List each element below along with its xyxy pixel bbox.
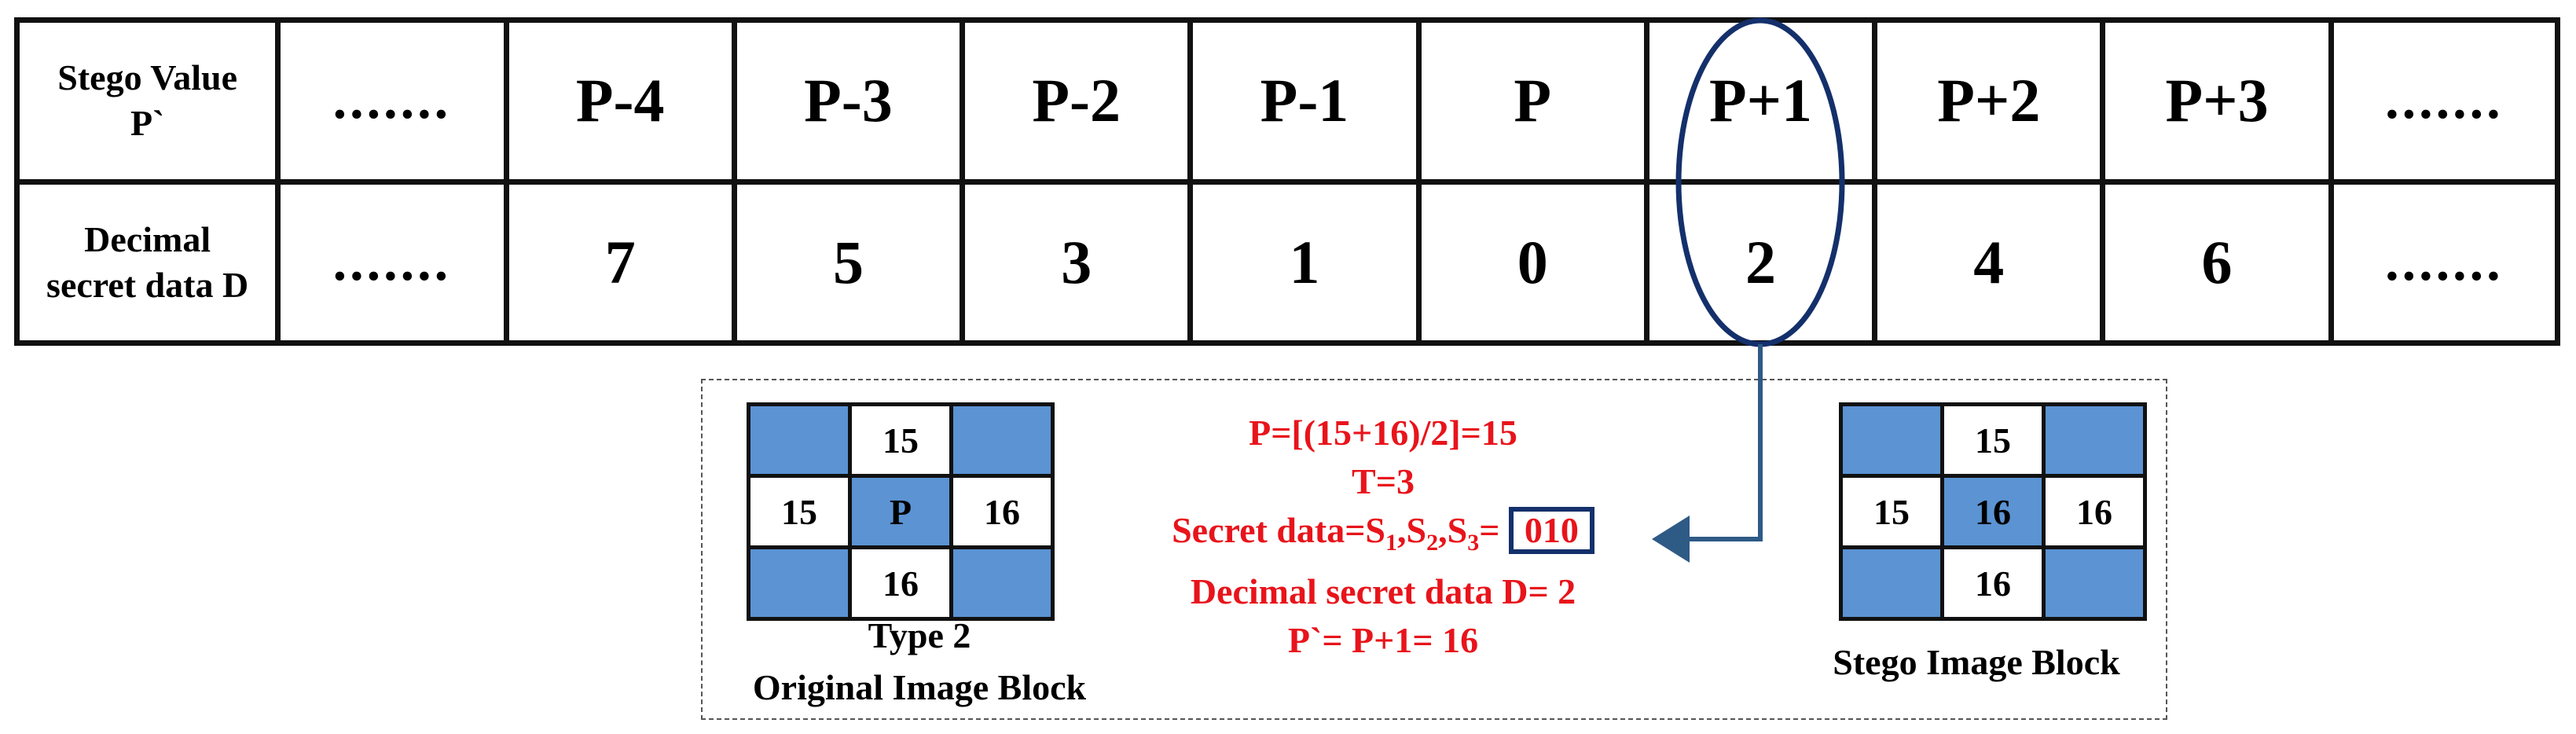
pixel-cell: 15 (852, 406, 949, 474)
subscript: 2 (1426, 530, 1439, 556)
calc-line-p: P=[(15+16)/2]=15 (1249, 413, 1517, 453)
pixel-cell: 15 (750, 478, 848, 545)
table-cell: P+3 (2100, 17, 2334, 185)
row-label-decimal-secret: Decimal secret data D (13, 178, 281, 346)
table-cell: P+2 (1872, 17, 2106, 185)
pixel-cell (2046, 406, 2143, 474)
row-label-line: secret data D (46, 264, 249, 305)
pixel-cell: 15 (1843, 478, 1940, 545)
table-cell-highlighted: P+1 (1643, 17, 1878, 185)
pixel-cell: 16 (852, 549, 949, 617)
pixel-cell (750, 549, 848, 617)
pixel-cell (953, 549, 1051, 617)
table-cell: ....... (2328, 17, 2561, 185)
stego-block-caption: Stego Image Block (1833, 642, 2120, 682)
pixel-cell: 16 (953, 478, 1051, 545)
pixel-cell (2046, 549, 2143, 617)
row-label-stego-value: Stego Value P` (13, 17, 281, 185)
example-panel (701, 379, 2167, 720)
pixel-cell: 15 (1944, 406, 2042, 474)
pixel-cell: 16 (1944, 549, 2042, 617)
pixel-cell (1843, 549, 1940, 617)
row-label-line: Decimal (84, 218, 211, 259)
pixel-cell-center: 16 (1944, 478, 2042, 545)
subscript: 3 (1467, 530, 1480, 556)
table-cell: 1 (1187, 178, 1422, 346)
pixel-cell (750, 406, 848, 474)
calc-line-pprime: P`= P+1= 16 (1287, 620, 1479, 661)
table-cell: 0 (1415, 178, 1649, 346)
calc-line-t: T=3 (1352, 461, 1415, 501)
secret-value-box: 010 (1508, 507, 1594, 554)
table-cell: 3 (960, 178, 1194, 346)
table-cell: P-4 (503, 17, 737, 185)
pixel-cell: 16 (2046, 478, 2143, 545)
decimal-secret-row: Decimal secret data D ....... 7 5 3 1 0 … (13, 178, 2561, 346)
secret-prefix: Secret data=S (1172, 510, 1386, 550)
table-cell: 4 (1872, 178, 2106, 346)
original-block-type-caption: Type 2 (868, 615, 971, 655)
table-cell: P-2 (960, 17, 1194, 185)
table-cell: P-3 (731, 17, 966, 185)
row-label-line: Stego Value (57, 57, 238, 98)
stego-value-row: Stego Value P` ....... P-4 P-3 P-2 P-1 P… (13, 17, 2561, 185)
table-cell-highlighted: 2 (1643, 178, 1878, 346)
stego-image-block: 15 15 16 16 16 (1839, 402, 2147, 621)
mapping-table: Stego Value P` ....... P-4 P-3 P-2 P-1 P… (13, 17, 2561, 346)
calc-line-secret: Secret data=S1,S2,S3= 010 (1084, 506, 1682, 567)
table-cell: 7 (503, 178, 737, 346)
row-label-line: P` (130, 103, 165, 144)
table-cell: ....... (275, 178, 509, 346)
table-cell: ....... (275, 17, 509, 185)
calc-line-decimal: Decimal secret data D= 2 (1190, 571, 1576, 612)
table-cell: P (1415, 17, 1649, 185)
pixel-cell (953, 406, 1051, 474)
original-image-block: 15 15 P 16 16 (747, 402, 1055, 621)
original-block-caption: Original Image Block (752, 667, 1087, 707)
table-cell: 6 (2100, 178, 2334, 346)
table-cell: ....... (2328, 178, 2561, 346)
pixel-cell-center: P (852, 478, 949, 545)
table-cell: P-1 (1187, 17, 1422, 185)
subscript: 1 (1385, 530, 1398, 556)
table-cell: 5 (731, 178, 966, 346)
pixel-cell (1843, 406, 1940, 474)
calculation-text: P=[(15+16)/2]=15 T=3 Secret data=S1,S2,S… (1084, 409, 1682, 665)
